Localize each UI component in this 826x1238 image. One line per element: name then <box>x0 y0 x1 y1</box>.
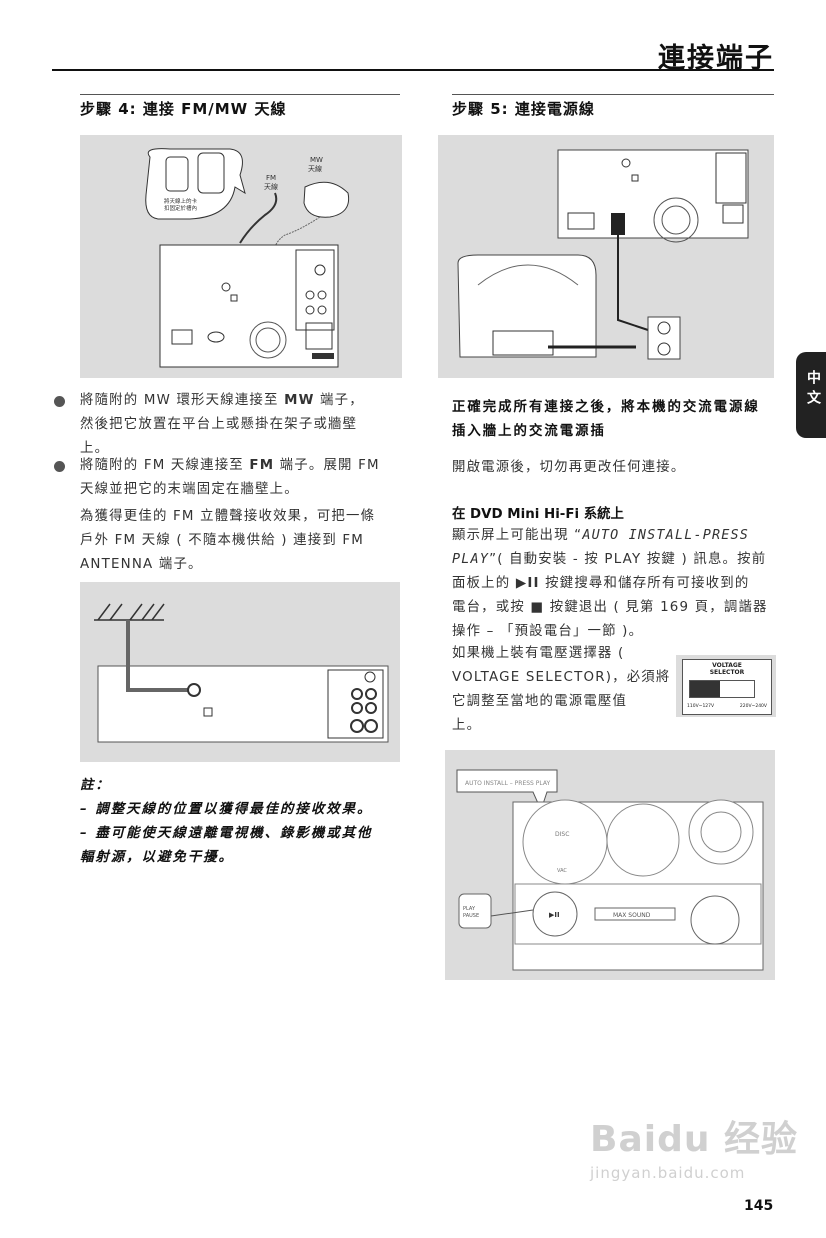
language-tab: 中文 <box>796 352 826 438</box>
svg-text:AUTO INSTALL – PRESS PLAY: AUTO INSTALL – PRESS PLAY <box>465 780 551 787</box>
watermark-url: jingyan.baidu.com <box>590 1164 746 1182</box>
svg-text:VAC: VAC <box>557 868 567 874</box>
step4-rule <box>80 94 400 95</box>
svg-text:天線: 天線 <box>264 182 278 191</box>
bullet-fm: 將隨附的 FM 天線連接至 FM 端子。展開 FM 天線並把它的末端固定在牆壁上… <box>80 458 380 497</box>
page-number: 145 <box>744 1198 774 1214</box>
watermark: Baidu 经验 jingyan.baidu.com <box>590 1110 798 1182</box>
power-figure <box>438 135 774 378</box>
note: 註： – 調整天線的位置以獲得最佳的接收效果。 – 盡可能使天線遠離電視機、錄影… <box>80 774 410 870</box>
power-illustration <box>457 149 749 360</box>
front-panel-figure: AUTO INSTALL – PRESS PLAY DISC VAC ▶II M… <box>445 750 775 980</box>
voltage-switch <box>689 680 755 698</box>
note-title: 註： <box>80 778 111 793</box>
watermark-logo: Baidu 经验 <box>590 1119 799 1160</box>
dvd-paragraph: 顯示屏上可能出現 “AUTO INSTALL-PRESS PLAY”( 自動安裝… <box>452 528 768 639</box>
voltage-paragraph: 如果機上裝有電壓選擇器 ( VOLTAGE SELECTOR)，必須將 它調整至… <box>452 646 671 733</box>
svg-text:FM: FM <box>266 174 276 182</box>
power-on-warning: 開啟電源後，切勿再更改任何連接。 <box>452 460 686 475</box>
antenna-illustration: 將天線上的卡 扣固定於槽內 FM 天線 MW 天線 <box>145 148 350 368</box>
svg-text:MW: MW <box>310 156 323 164</box>
svg-text:PLAY: PLAY <box>463 906 476 912</box>
svg-text:MAX SOUND: MAX SOUND <box>613 912 651 919</box>
header-rule <box>52 69 774 71</box>
front-panel-illustration: AUTO INSTALL – PRESS PLAY DISC VAC ▶II M… <box>456 769 764 971</box>
fm-terminal-label: FM <box>249 458 275 473</box>
mw-terminal-label: MW <box>284 393 315 408</box>
svg-text:將天線上的卡: 將天線上的卡 <box>164 197 198 205</box>
outdoor-antenna-paragraph: 為獲得更佳的 FM 立體聲接收效果，可把一條 戶外 FM 天線 ( 不隨本機供給… <box>80 509 376 572</box>
bullet-mw: 將隨附的 MW 環形天線連接至 MW 端子， 然後把它放置在平台上或懸掛在架子或… <box>80 393 364 456</box>
outdoor-antenna-figure <box>80 582 400 762</box>
dvd-heading: 在 DVD Mini Hi-Fi 系統上 <box>452 507 624 522</box>
outdoor-antenna-illustration <box>94 603 389 743</box>
step4-title: 步驟 4: 連接 FM/MW 天線 <box>80 100 287 118</box>
power-instruction: 正確完成所有連接之後，將本機的交流電源線 插入牆上的交流電源插 <box>452 400 760 439</box>
stop-icon: ■ <box>530 600 545 615</box>
svg-text:▶II: ▶II <box>549 911 560 919</box>
svg-text:DISC: DISC <box>555 831 569 838</box>
bullet-dot <box>54 461 65 472</box>
step5-rule <box>452 94 774 95</box>
bullet-dot <box>54 396 65 407</box>
display-message: AUTO INSTALL-PRESS <box>582 528 750 543</box>
svg-text:扣固定於槽內: 扣固定於槽內 <box>164 204 197 212</box>
voltage-selector-figure: VOLTAGE SELECTOR 110V~127V 220V~240V <box>676 655 776 717</box>
svg-text:PAUSE: PAUSE <box>463 913 479 919</box>
play-pause-icon: ▶II <box>515 576 540 591</box>
step5-title: 步驟 5: 連接電源線 <box>452 100 595 118</box>
page-title: 連接端子 <box>658 43 774 74</box>
svg-text:天線: 天線 <box>308 164 322 173</box>
antenna-figure: 將天線上的卡 扣固定於槽內 FM 天線 MW 天線 <box>80 135 402 378</box>
